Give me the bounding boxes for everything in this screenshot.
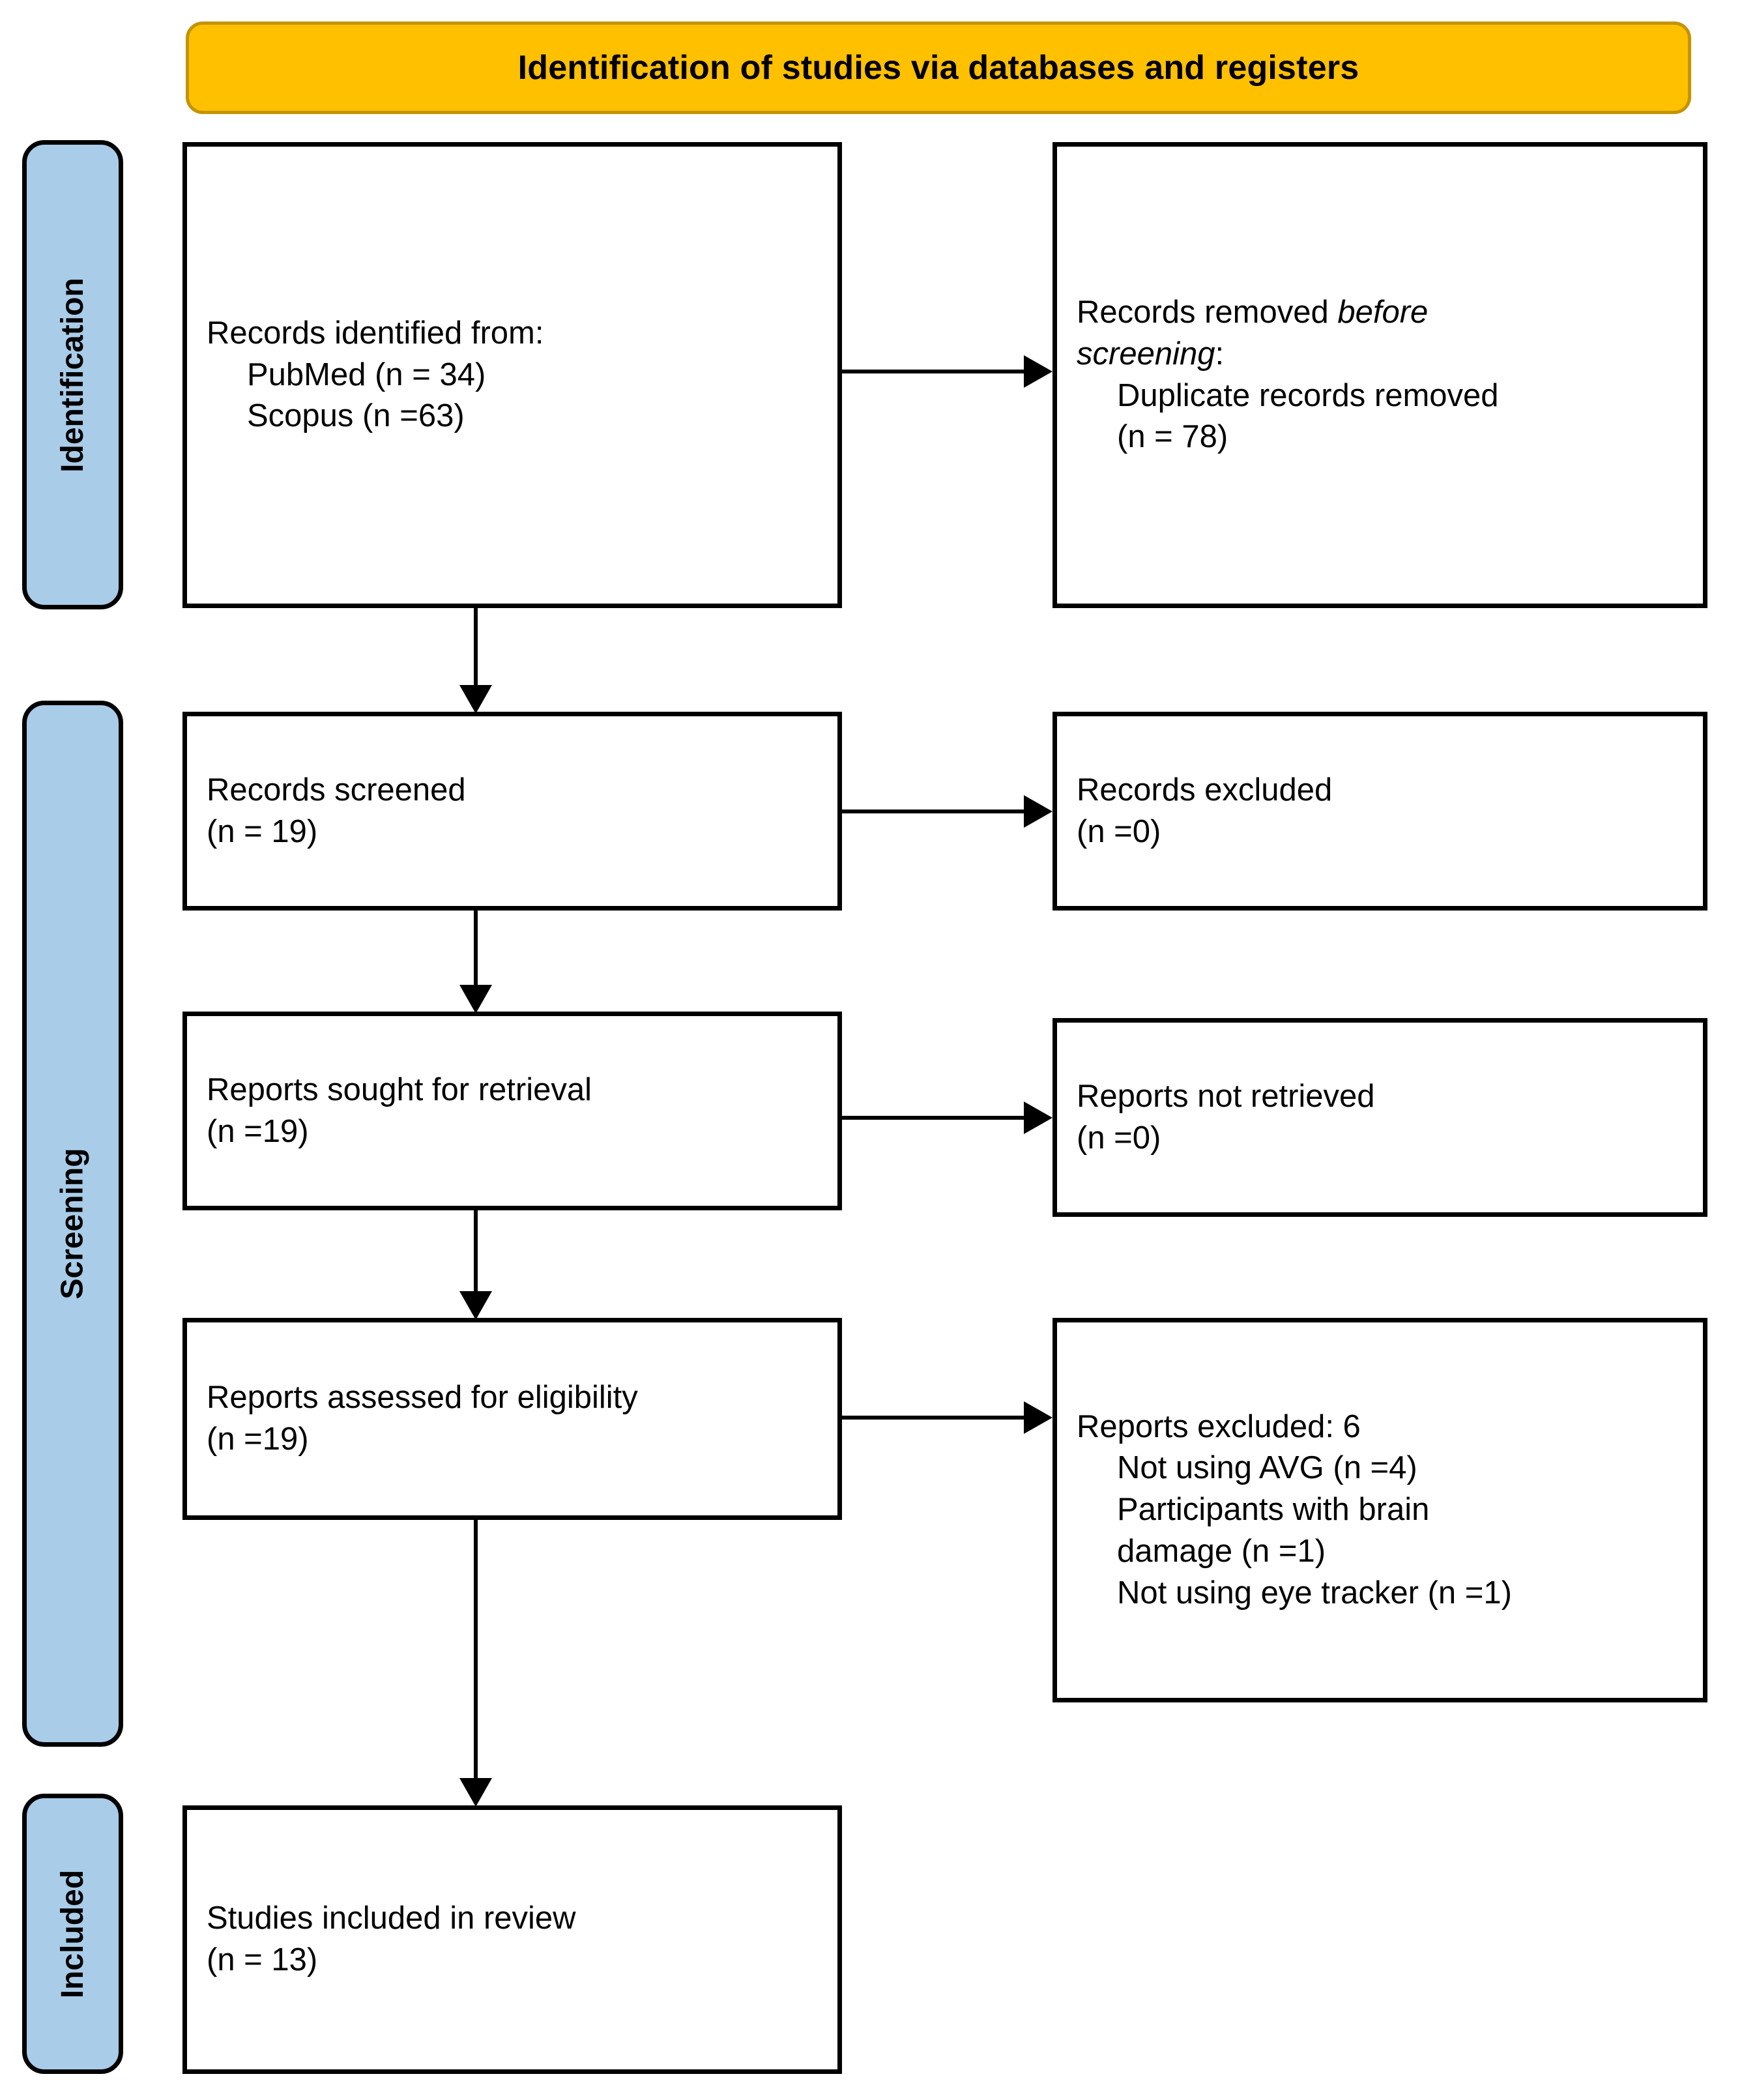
records-removed-duplicates-count: (n = 78) (1117, 419, 1228, 455)
stage-rail-included: Included (22, 1794, 123, 2074)
records-removed-heading-line1: Records removed before (1077, 292, 1683, 334)
arrow-eligibility-to-included (459, 1520, 492, 1807)
studies-included-label: Studies included in review (207, 1901, 576, 1936)
stage-rail-screening: Screening (22, 701, 123, 1747)
reports-excluded-reason-avg: Not using AVG (n =4) (1117, 1450, 1417, 1486)
box-reports-not-retrieved: Reports not retrieved (n =0) (1052, 1018, 1707, 1217)
arrow-screened-to-excluded (842, 795, 1052, 828)
banner-title: Identification of studies via databases … (517, 49, 1359, 87)
box-studies-included: Studies included in review (n = 13) (182, 1805, 842, 2074)
records-identified-scopus: Scopus (n =63) (247, 398, 465, 434)
reports-sought-label: Reports sought for retrieval (207, 1072, 592, 1107)
reports-excluded-reason-eyetracker: Not using eye tracker (n =1) (1117, 1575, 1512, 1611)
reports-excluded-total: Reports excluded: 6 (1077, 1408, 1361, 1444)
records-removed-duplicates: Duplicate records removed (1117, 377, 1499, 413)
studies-included-count: (n = 13) (207, 1942, 318, 1977)
stage-rail-screening-label: Screening (55, 1148, 91, 1300)
reports-excluded-reason-brain-2: damage (n =1) (1117, 1533, 1326, 1569)
arrow-identified-to-screened (459, 608, 492, 714)
arrow-shaft (474, 1210, 478, 1294)
records-removed-heading-text: Records removed (1077, 295, 1338, 330)
box-records-excluded: Records excluded (n =0) (1052, 712, 1707, 911)
stage-rail-included-label: Included (55, 1869, 90, 1998)
reports-eligibility-label: Reports assessed for eligibility (207, 1380, 638, 1416)
arrow-identified-to-removed (842, 355, 1052, 388)
arrow-shaft (842, 809, 1026, 813)
arrow-head (1024, 795, 1052, 828)
arrow-sought-to-not-retrieved (842, 1101, 1052, 1134)
arrow-head (459, 1291, 492, 1320)
arrow-screened-to-sought (459, 911, 492, 1014)
arrow-head (1024, 1401, 1052, 1434)
records-identified-pubmed: PubMed (n = 34) (247, 357, 486, 392)
arrow-head (459, 985, 492, 1014)
identification-banner: Identification of studies via databases … (186, 22, 1691, 114)
reports-eligibility-count: (n =19) (207, 1422, 309, 1457)
records-screened-label: Records screened (207, 772, 466, 808)
arrow-head (459, 685, 492, 714)
records-removed-heading-line2: screening: (1077, 334, 1683, 375)
arrow-head (459, 1778, 492, 1807)
stage-rail-identification: Identification (22, 140, 123, 609)
arrow-shaft (842, 1416, 1026, 1420)
records-excluded-count: (n =0) (1077, 813, 1161, 849)
records-excluded-label: Records excluded (1077, 772, 1333, 808)
arrow-head (1024, 355, 1052, 388)
box-records-screened: Records screened (n = 19) (182, 712, 842, 911)
reports-excluded-reason-brain-1: Participants with brain (1117, 1492, 1430, 1528)
box-records-removed: Records removed before screening: Duplic… (1052, 142, 1707, 608)
records-screened-count: (n = 19) (207, 813, 318, 849)
box-reports-assessed-eligibility: Reports assessed for eligibility (n =19) (182, 1318, 842, 1520)
records-removed-heading-emphasis: before (1337, 295, 1429, 330)
arrow-shaft (474, 1520, 478, 1781)
box-records-identified: Records identified from: PubMed (n = 34)… (182, 142, 842, 608)
records-removed-heading-emphasis2: screening (1077, 336, 1215, 372)
arrow-shaft (842, 1116, 1026, 1120)
arrow-shaft (842, 370, 1026, 373)
arrow-sought-to-eligibility (459, 1210, 492, 1320)
reports-not-retrieved-count: (n =0) (1077, 1120, 1161, 1156)
stage-rail-identification-label: Identification (55, 277, 91, 473)
box-reports-excluded-reasons: Reports excluded: 6 Not using AVG (n =4)… (1052, 1318, 1707, 1702)
arrow-shaft (474, 911, 478, 987)
reports-sought-count: (n =19) (207, 1113, 309, 1149)
records-removed-heading-colon: : (1215, 336, 1225, 372)
arrow-eligibility-to-reports-excluded (842, 1401, 1052, 1434)
records-identified-heading: Records identified from: (207, 315, 544, 351)
box-reports-sought: Reports sought for retrieval (n =19) (182, 1012, 842, 1210)
arrow-shaft (474, 608, 478, 688)
reports-not-retrieved-label: Reports not retrieved (1077, 1078, 1375, 1114)
arrow-head (1024, 1101, 1052, 1134)
